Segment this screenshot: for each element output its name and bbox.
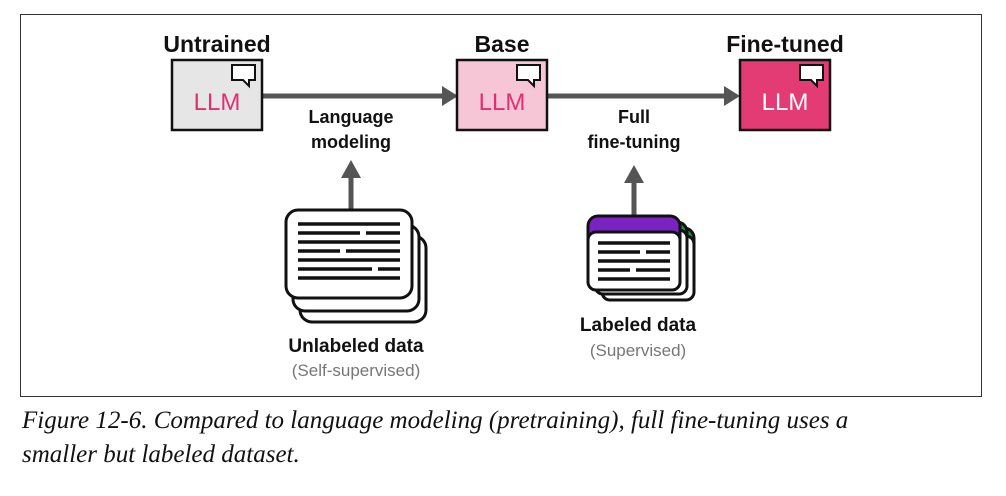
- speech-bubble-icon: [516, 64, 541, 89]
- finetuned-llm-box: LLM: [738, 58, 832, 132]
- arrow-unlabeled-up: [341, 160, 361, 210]
- caption-line-1: Figure 12-6. Compared to language modeli…: [22, 407, 849, 434]
- unlabeled-data-subtitle: (Self-supervised): [292, 361, 421, 380]
- figure-caption: Figure 12-6. Compared to language modeli…: [22, 404, 982, 472]
- full-finetuning-line1: Full: [618, 107, 650, 127]
- labeled-data-title: Labeled data: [580, 315, 697, 336]
- base-title: Base: [475, 31, 530, 57]
- caption-line-2: smaller but labeled dataset.: [22, 441, 300, 468]
- finetuned-title: Fine-tuned: [726, 31, 844, 57]
- untrained-title: Untrained: [163, 31, 270, 57]
- speech-bubble-icon: [799, 64, 824, 89]
- document-stack-icon: [284, 208, 428, 324]
- language-modeling-line2: modeling: [311, 132, 391, 152]
- arrow-labeled-up: [624, 165, 644, 215]
- speech-bubble-icon: [231, 64, 256, 89]
- labeled-document-stack-icon: [586, 214, 696, 302]
- full-finetuning-line2: fine-tuning: [588, 132, 681, 152]
- finetuned-llm-label: LLM: [762, 89, 809, 116]
- arrow-untrained-to-base: [262, 86, 458, 106]
- untrained-llm-label: LLM: [194, 89, 241, 116]
- base-llm-label: LLM: [479, 89, 526, 116]
- untrained-llm-box: LLM: [170, 58, 264, 132]
- base-llm-box: LLM: [455, 58, 549, 132]
- arrow-base-to-finetuned: [547, 86, 740, 106]
- labeled-data-subtitle: (Supervised): [590, 341, 686, 360]
- language-modeling-line1: Language: [308, 107, 393, 127]
- training-diagram: Untrained LLM Base LLM Fine-tuned LLM La…: [163, 31, 844, 380]
- unlabeled-data-title: Unlabeled data: [288, 336, 424, 357]
